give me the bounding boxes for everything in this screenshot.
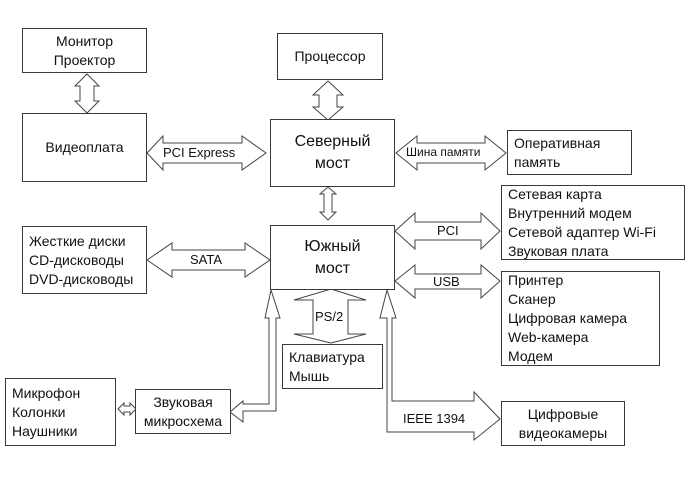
ieee1394-label: IEEE 1394 (403, 411, 466, 426)
ram-block: Оперативная память (507, 130, 632, 175)
south-bridge-label-1: Южный (304, 237, 361, 255)
video-card-label: Видеоплата (45, 139, 124, 155)
sound-chip-block: Звуковая микросхема (135, 389, 231, 434)
arrow-ps2 (293, 288, 367, 344)
video-card-block: Видеоплата (22, 113, 147, 182)
north-bridge-label-2: мост (314, 155, 351, 172)
pci-express-label: PCI Express (163, 145, 236, 160)
audio-device-item: Микрофон (12, 384, 81, 401)
pci-device-item: Внутренний модем (508, 204, 632, 221)
arrow-cpu-northbridge (311, 80, 345, 121)
ps2-label: PS/2 (315, 309, 344, 324)
arrow-audio (117, 401, 137, 417)
pci-label: PCI (437, 223, 459, 238)
pci-device-item: Сетевой адаптер Wi-Fi (508, 223, 656, 240)
memory-bus-label: Шина памяти (406, 145, 481, 159)
arrow-monitor-videocard (73, 73, 101, 114)
usb-device-item: Web-камера (508, 329, 589, 345)
north-bridge-label-1: Северный (294, 133, 371, 150)
audio-device-item: Колонки (12, 403, 66, 420)
keyboard-mouse-block: Клавиатура Мышь (282, 344, 383, 389)
pci-devices-block: Сетевая карта Внутренний модем Сетевой а… (501, 185, 685, 260)
arrow-usb (394, 263, 501, 300)
storage-item: CD-дисководы (29, 251, 124, 268)
monitor-projector-block: Монитор Проектор (22, 28, 147, 73)
usb-device-item: Модем (508, 348, 553, 364)
pci-device-item: Сетевая карта (508, 185, 602, 202)
south-bridge-block: Южный мост (270, 225, 395, 290)
keyboard-label: Клавиатура (289, 348, 365, 365)
arrow-memory-bus (395, 134, 507, 172)
audio-devices-block: Микрофон Колонки Наушники (5, 378, 116, 446)
usb-device-item: Цифровая камера (508, 310, 628, 326)
storage-block: Жесткие диски CD-дисководы DVD-дисководы (22, 226, 147, 294)
arrow-sound-chip (229, 288, 281, 424)
arrow-ieee1394 (379, 288, 501, 442)
storage-item: Жесткие диски (29, 232, 126, 249)
usb-devices-block: Принтер Сканер Цифровая камера Web-камер… (501, 271, 660, 366)
sound-chip-label-2: микросхема (143, 412, 223, 429)
video-cameras-label-2: видеокамеры (518, 424, 608, 441)
usb-device-item: Принтер (508, 272, 564, 288)
cpu-block: Процессор (277, 33, 383, 80)
north-bridge-block: Северный мост (270, 119, 395, 187)
pci-device-item: Звуковая плата (508, 242, 609, 259)
cpu-label: Процессор (294, 48, 366, 64)
projector-label: Проектор (53, 51, 116, 68)
storage-item: DVD-дисководы (29, 270, 134, 287)
sata-label: SATA (190, 252, 223, 267)
monitor-label: Монитор (56, 32, 113, 49)
video-cameras-label-1: Цифровые (527, 405, 599, 422)
sound-chip-label-1: Звуковая (153, 393, 213, 410)
audio-device-item: Наушники (12, 422, 78, 439)
ram-label-1: Оперативная (514, 134, 601, 151)
usb-label: USB (433, 274, 460, 289)
mouse-label: Мышь (289, 367, 330, 384)
arrow-pci-express (146, 134, 267, 172)
arrow-pci (394, 211, 501, 251)
usb-device-item: Сканер (508, 291, 556, 307)
arrow-north-south (318, 186, 338, 221)
south-bridge-label-2: мост (314, 259, 351, 277)
video-cameras-block: Цифровые видеокамеры (501, 401, 625, 446)
ram-label-2: память (514, 153, 561, 170)
